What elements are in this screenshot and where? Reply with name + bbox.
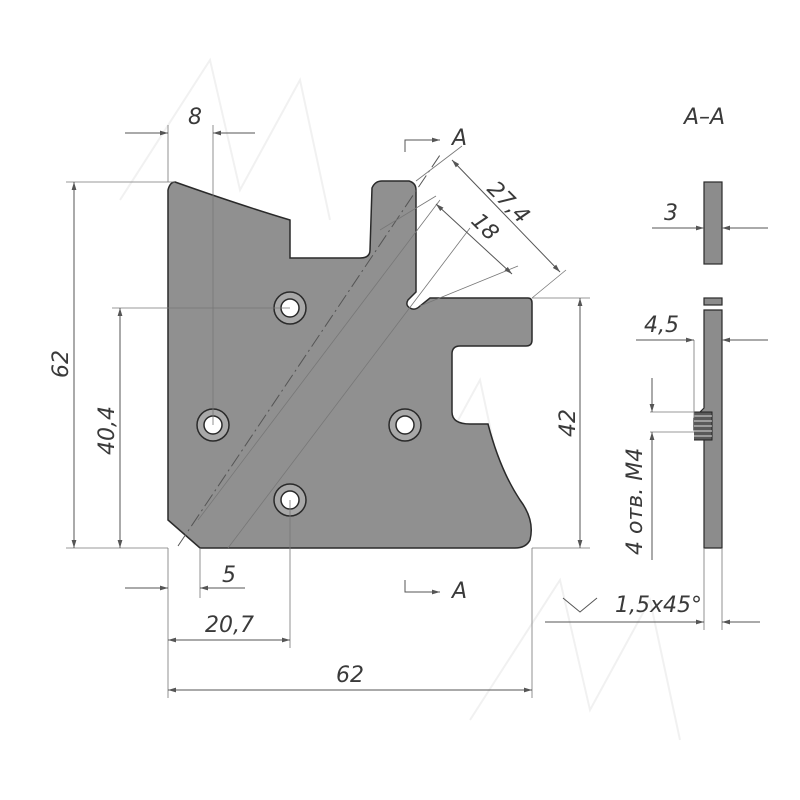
section-title: A–A bbox=[682, 105, 725, 130]
dim-18 bbox=[379, 195, 519, 307]
hole-right bbox=[388, 408, 422, 442]
chamfer-note-label: 1,5x45° bbox=[615, 593, 702, 618]
cut-mark-bottom: A bbox=[450, 579, 467, 604]
dim-62-horizontal-label: 62 bbox=[336, 663, 364, 688]
dim-5-label: 5 bbox=[222, 563, 236, 588]
angle-plate-body bbox=[167, 180, 533, 549]
dim-20-7 bbox=[168, 500, 291, 648]
dim-8-label: 8 bbox=[188, 105, 202, 130]
dim-42 bbox=[532, 297, 590, 549]
dim-8 bbox=[125, 125, 255, 425]
thread-hatching bbox=[694, 411, 713, 441]
cut-mark-top: A bbox=[450, 126, 467, 151]
dim-3-label: 3 bbox=[664, 201, 678, 226]
dim-18-label: 18 bbox=[466, 209, 503, 246]
dim-40-4 bbox=[112, 307, 290, 548]
dim-4-5 bbox=[636, 337, 768, 418]
dim-62-vertical-label: 62 bbox=[49, 350, 74, 378]
dim-40-4-label: 40,4 bbox=[95, 406, 120, 455]
dim-4-5-label: 4,5 bbox=[644, 313, 679, 338]
dim-5 bbox=[125, 548, 245, 698]
holes-note: 4 отв. M4 bbox=[623, 448, 648, 555]
dim-62-vertical bbox=[66, 181, 175, 549]
dim-20-7-label: 20,7 bbox=[205, 613, 254, 638]
dim-42-label: 42 bbox=[556, 409, 581, 437]
holes-note-leader bbox=[649, 378, 694, 560]
section-view bbox=[693, 181, 723, 549]
chamfer-note bbox=[545, 548, 760, 630]
dim-62-horizontal bbox=[168, 548, 533, 698]
